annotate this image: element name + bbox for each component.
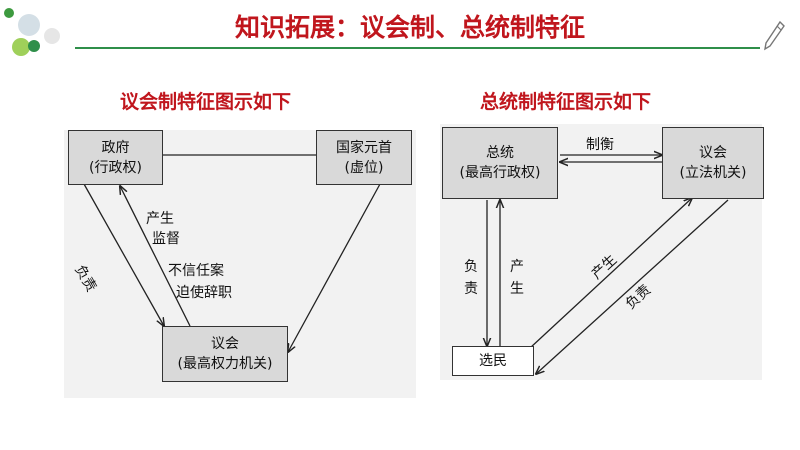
president-box: 总统 (最高行政权) xyxy=(442,127,558,199)
voters-box: 选民 xyxy=(452,346,534,376)
header-divider xyxy=(75,47,760,49)
voters-name: 选民 xyxy=(479,353,507,369)
parliament-name: 议会 xyxy=(211,336,239,352)
congress-name: 议会 xyxy=(699,145,727,161)
parliament-to-gov-produce-arrow xyxy=(120,186,191,327)
gov-to-parliament-responsible-arrow xyxy=(83,183,164,326)
right-diagram-title: 总统制特征图示如下 xyxy=(480,91,652,113)
head-of-state-name: 国家元首 xyxy=(336,139,392,156)
label-responsible-vertical: 负责 xyxy=(464,259,478,297)
voters-to-congress-produce-arrow xyxy=(529,198,692,349)
president-name: 总统 xyxy=(486,145,514,161)
parliament-box: 议会 (最高权力机关) xyxy=(162,326,288,382)
head-to-parliament-arrow xyxy=(288,183,381,352)
label-no-confidence: 不信任案 xyxy=(168,263,224,279)
decorative-dots-icon xyxy=(0,0,80,60)
label-produce-vertical: 产生 xyxy=(510,259,524,297)
label-supervise: 监督 xyxy=(152,231,180,247)
president-sub: (最高行政权) xyxy=(459,165,541,181)
pen-icon xyxy=(764,20,785,51)
head-of-state-sub: (虚位) xyxy=(344,159,384,176)
left-diagram-title: 议会制特征图示如下 xyxy=(120,91,292,113)
page-title: 知识拓展：议会制、总统制特征 xyxy=(234,13,585,42)
parliament-sub: (最高权力机关) xyxy=(177,356,273,372)
label-force-resign: 迫使辞职 xyxy=(176,285,232,301)
label-checks: 制衡 xyxy=(586,137,614,153)
government-sub: (行政权) xyxy=(89,159,142,176)
label-produce: 产生 xyxy=(146,211,174,227)
congress-box: 议会 (立法机关) xyxy=(662,127,764,199)
congress-to-voters-responsible-arrow xyxy=(536,199,729,374)
government-box: 政府 (行政权) xyxy=(68,130,163,185)
congress-sub: (立法机关) xyxy=(679,165,747,181)
government-name: 政府 xyxy=(101,139,130,156)
head-of-state-box: 国家元首 (虚位) xyxy=(316,130,412,185)
